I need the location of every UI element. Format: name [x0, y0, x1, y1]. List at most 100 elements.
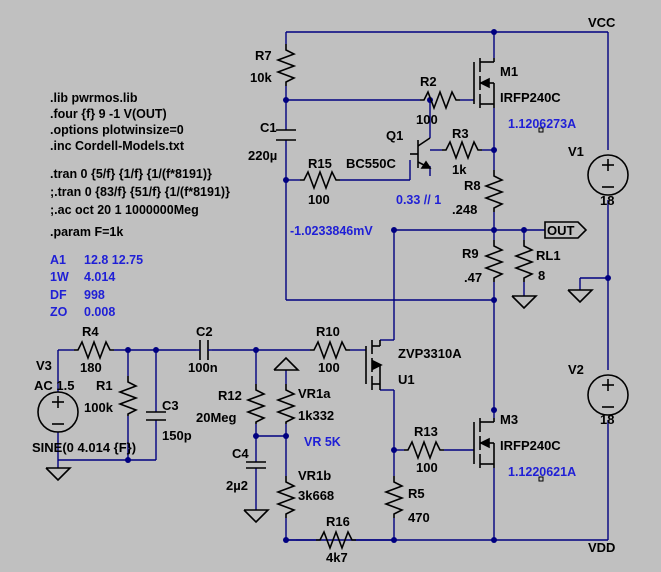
resistor-r4[interactable] — [74, 339, 114, 361]
c3-name: C3 — [162, 398, 179, 413]
mosfet-m1[interactable] — [473, 58, 495, 108]
ground-symbol-v3 — [45, 467, 72, 482]
net-vdd-label: VDD — [588, 540, 615, 555]
r5-name: R5 — [408, 486, 425, 501]
c1-name: C1 — [260, 120, 277, 135]
resistor-r16[interactable] — [316, 529, 356, 551]
resistor-r10[interactable] — [310, 339, 350, 361]
vr1b-name: VR1b — [298, 468, 331, 483]
ground-symbol-load — [511, 295, 538, 310]
resistor-vr1a[interactable] — [275, 384, 297, 424]
r9-name: R9 — [462, 246, 479, 261]
result-value: 4.014 — [84, 270, 115, 284]
result-name: ZO — [50, 305, 68, 319]
result-value: 12.8 12.75 — [84, 253, 143, 267]
r10-name: R10 — [316, 324, 340, 339]
voltage-source-v1[interactable] — [587, 154, 629, 196]
c4-name: C4 — [232, 446, 249, 461]
mosfet-m3[interactable] — [473, 418, 495, 468]
v3-ac: AC 1.5 — [34, 378, 74, 393]
resistor-vr1b[interactable] — [275, 476, 297, 518]
directive-line: .lib pwrmos.lib — [50, 91, 138, 105]
v1-value: 18 — [600, 193, 614, 208]
resistor-r7[interactable] — [275, 44, 297, 86]
c4-value: 2µ2 — [226, 478, 248, 493]
c1-value: 220µ — [248, 148, 277, 163]
r3-name: R3 — [452, 126, 469, 141]
r5-value: 470 — [408, 510, 430, 525]
result-name: A1 — [50, 253, 66, 267]
r13-value: 100 — [416, 460, 438, 475]
r16-name: R16 — [326, 514, 350, 529]
r10-value: 100 — [318, 360, 340, 375]
r12-value: 20Meg — [196, 410, 237, 425]
net-labels: VCC VDD OUT — [547, 15, 616, 555]
r2-value: 100 — [416, 112, 438, 127]
resistor-r3[interactable] — [442, 139, 482, 161]
r2-name: R2 — [420, 74, 437, 89]
directive-line: .four {f} 9 -1 V(OUT) — [50, 107, 167, 121]
net-vcc-label: VCC — [588, 15, 616, 30]
result-value: 0.008 — [84, 305, 115, 319]
directive-line: ;.ac oct 20 1 1000000Meg — [50, 203, 199, 217]
r16-value: 4k7 — [326, 550, 348, 565]
vr1a-value: 1k332 — [298, 408, 334, 423]
ground-symbol-c4 — [243, 509, 270, 524]
r8-name: R8 — [464, 178, 481, 193]
q1-name: Q1 — [386, 128, 403, 143]
r15-value: 100 — [308, 192, 330, 207]
capacitor-c4[interactable] — [246, 461, 266, 469]
directive-line: .options plotwinsize=0 — [50, 123, 184, 137]
r7-value: 10k — [250, 70, 272, 85]
rl1-value: 8 — [538, 268, 545, 283]
r4-name: R4 — [82, 324, 99, 339]
r1-value: 100k — [84, 400, 114, 415]
q1-model: BC550C — [346, 156, 396, 171]
vr1b-value: 3k668 — [298, 488, 334, 503]
v3-source: SINE(0 4.014 {F}) — [32, 440, 136, 455]
resistor-r12[interactable] — [245, 384, 267, 424]
mosfet-u1[interactable] — [365, 340, 383, 390]
resistor-r15[interactable] — [300, 169, 340, 191]
r4-value: 180 — [80, 360, 102, 375]
resistor-r2[interactable] — [420, 89, 460, 111]
resistor-r13[interactable] — [404, 439, 444, 461]
out-voltage-readout: -1.0233846mV — [290, 224, 373, 238]
v2-name: V2 — [568, 362, 584, 377]
resistor-r9[interactable] — [483, 240, 505, 282]
out-net-flag — [544, 221, 588, 239]
resistor-r5[interactable] — [383, 476, 405, 518]
m3-model: IRFP240C — [500, 438, 561, 453]
voltage-source-v2[interactable] — [587, 374, 629, 416]
r3-value: 1k — [452, 162, 467, 177]
u1-name: U1 — [398, 372, 415, 387]
component-labels: R7 10k C1 220µ R2 100 R3 1k Q1 BC550C R1… — [32, 48, 614, 565]
wires — [57, 31, 609, 541]
vr1a-name: VR1a — [298, 386, 331, 401]
resistor-r1[interactable] — [117, 376, 139, 416]
voltage-source-v3[interactable] — [37, 391, 79, 433]
capacitor-c3[interactable] — [146, 411, 166, 421]
resistor-r8[interactable] — [483, 170, 505, 212]
r7-name: R7 — [255, 48, 272, 63]
result-name: 1W — [50, 270, 69, 284]
directive-line: .inc Cordell-Models.txt — [50, 139, 185, 153]
resistor-rl1[interactable] — [513, 240, 535, 282]
u1-model: ZVP3310A — [398, 346, 462, 361]
m1-name: M1 — [500, 64, 518, 79]
r9-value: .47 — [464, 270, 482, 285]
bjt-q1[interactable] — [410, 137, 432, 169]
result-name: DF — [50, 288, 67, 302]
junctions — [125, 29, 611, 543]
probe-markers — [538, 127, 544, 482]
sim-annotations: 1.1206273A 1.1220621A 0.33 // 1 -1.02338… — [290, 117, 576, 479]
capacitor-c2[interactable] — [196, 340, 212, 360]
ratio-annotation: 0.33 // 1 — [396, 193, 441, 207]
rl1-name: RL1 — [536, 248, 561, 263]
capacitor-c1[interactable] — [276, 129, 296, 141]
m3-current-readout: 1.1220621A — [508, 465, 576, 479]
directive-line: .param F=1k — [50, 225, 123, 239]
r12-name: R12 — [218, 388, 242, 403]
